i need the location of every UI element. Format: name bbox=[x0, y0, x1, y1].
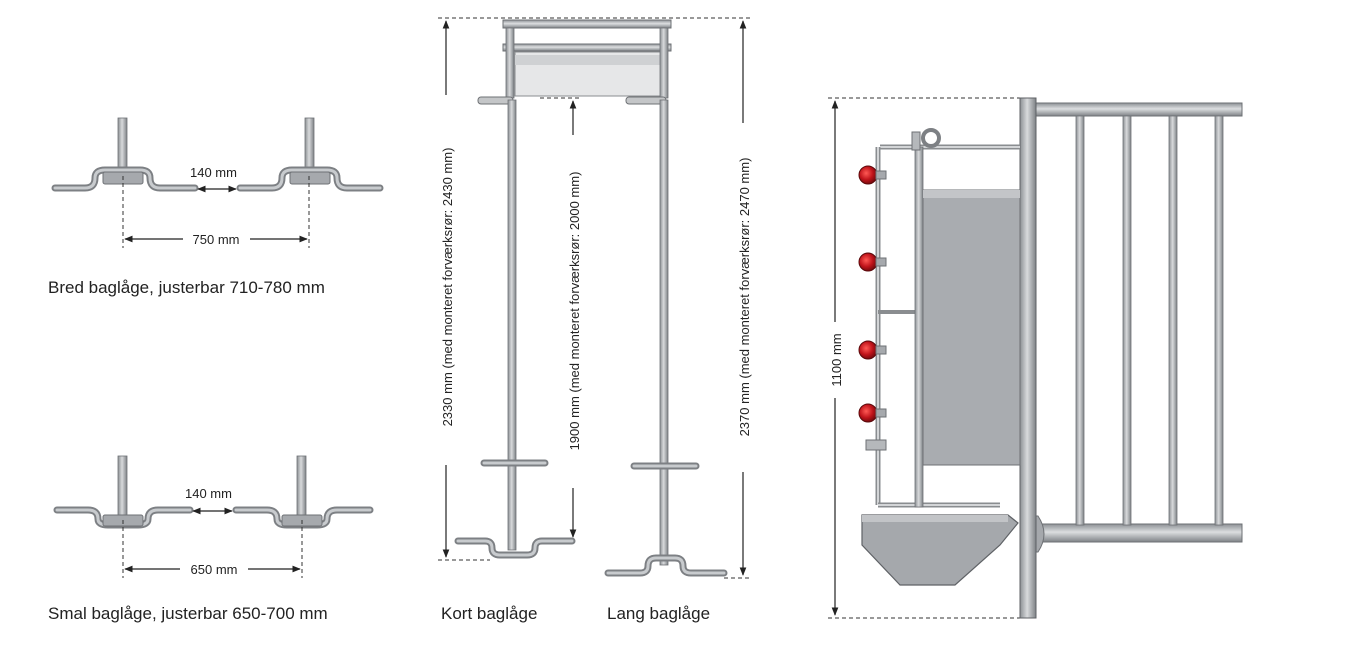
front-view-height-label: 1100 mm bbox=[829, 333, 844, 386]
short-gate-caption: Kort baglåge bbox=[441, 604, 537, 623]
narrow-gate-span-label: 650 mm bbox=[191, 562, 238, 577]
short-gate-inner-height-label: 1900 mm (med monteret forværksrør: 2000 … bbox=[567, 172, 582, 451]
wide-gate-gap-label: 140 mm bbox=[190, 165, 237, 180]
wide-gate-caption: Bred baglåge, justerbar 710-780 mm bbox=[48, 278, 325, 297]
narrow-gate-caption: Smal baglåge, justerbar 650-700 mm bbox=[48, 604, 328, 623]
long-gate-height-label: 2370 mm (med monteret forværksrør: 2470 … bbox=[737, 158, 752, 437]
long-gate-caption: Lang baglåge bbox=[607, 604, 710, 623]
wide-gate-span-label: 750 mm bbox=[193, 232, 240, 247]
narrow-gate-plan-view bbox=[53, 455, 374, 578]
gate-front-view bbox=[828, 97, 1243, 619]
short-gate-height-label: 2330 mm (med monteret forværksrør: 2430 … bbox=[440, 148, 455, 427]
side-gate-elevations bbox=[438, 17, 752, 579]
wide-gate-plan-view bbox=[51, 117, 384, 248]
narrow-gate-gap-label: 140 mm bbox=[185, 486, 232, 501]
